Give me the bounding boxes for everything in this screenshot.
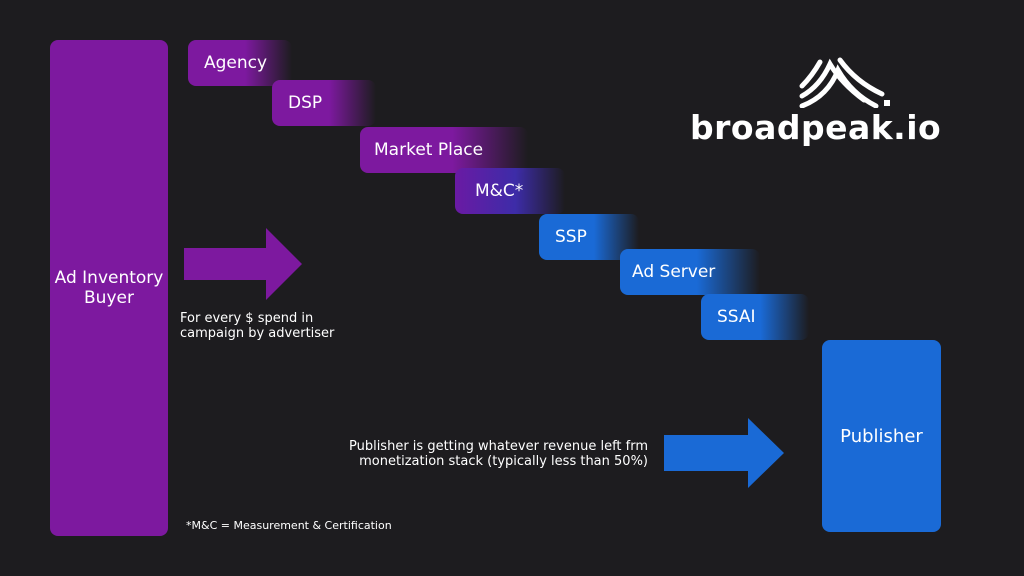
step-agency: Agency bbox=[188, 40, 292, 86]
publisher-revenue-note: Publisher is getting whatever revenue le… bbox=[348, 439, 648, 469]
publisher-label: Publisher bbox=[840, 425, 923, 447]
step-dsp: DSP bbox=[272, 80, 376, 126]
logo-text: broadpeak.io bbox=[690, 108, 942, 147]
step-label: Market Place bbox=[374, 140, 484, 160]
step-label: SSP bbox=[555, 227, 587, 247]
step-ssai: SSAI bbox=[701, 294, 809, 340]
campaign-note: For every $ spend in campaign by adverti… bbox=[180, 311, 335, 341]
publisher-box: Publisher bbox=[822, 340, 941, 532]
step-mc: M&C* bbox=[455, 168, 565, 214]
step-label: M&C* bbox=[475, 181, 524, 201]
step-label: Agency bbox=[204, 53, 268, 73]
buyer-label: Ad Inventory Buyer bbox=[54, 268, 164, 308]
step-label: SSAI bbox=[717, 307, 756, 327]
step-ssp: SSP bbox=[539, 214, 639, 260]
ad-inventory-buyer-box: Ad Inventory Buyer bbox=[50, 40, 168, 536]
buyer-arrow-icon bbox=[184, 228, 302, 300]
publisher-arrow-icon bbox=[664, 418, 784, 488]
step-label: DSP bbox=[288, 93, 323, 113]
footnote: *M&C = Measurement & Certification bbox=[186, 519, 392, 532]
step-market-place: Market Place bbox=[360, 127, 528, 173]
step-ad-server: Ad Server bbox=[620, 249, 760, 295]
broadpeak-logo: broadpeak.io bbox=[690, 56, 942, 156]
step-label: Ad Server bbox=[632, 262, 716, 282]
broadpeak-mark-icon bbox=[799, 57, 890, 108]
